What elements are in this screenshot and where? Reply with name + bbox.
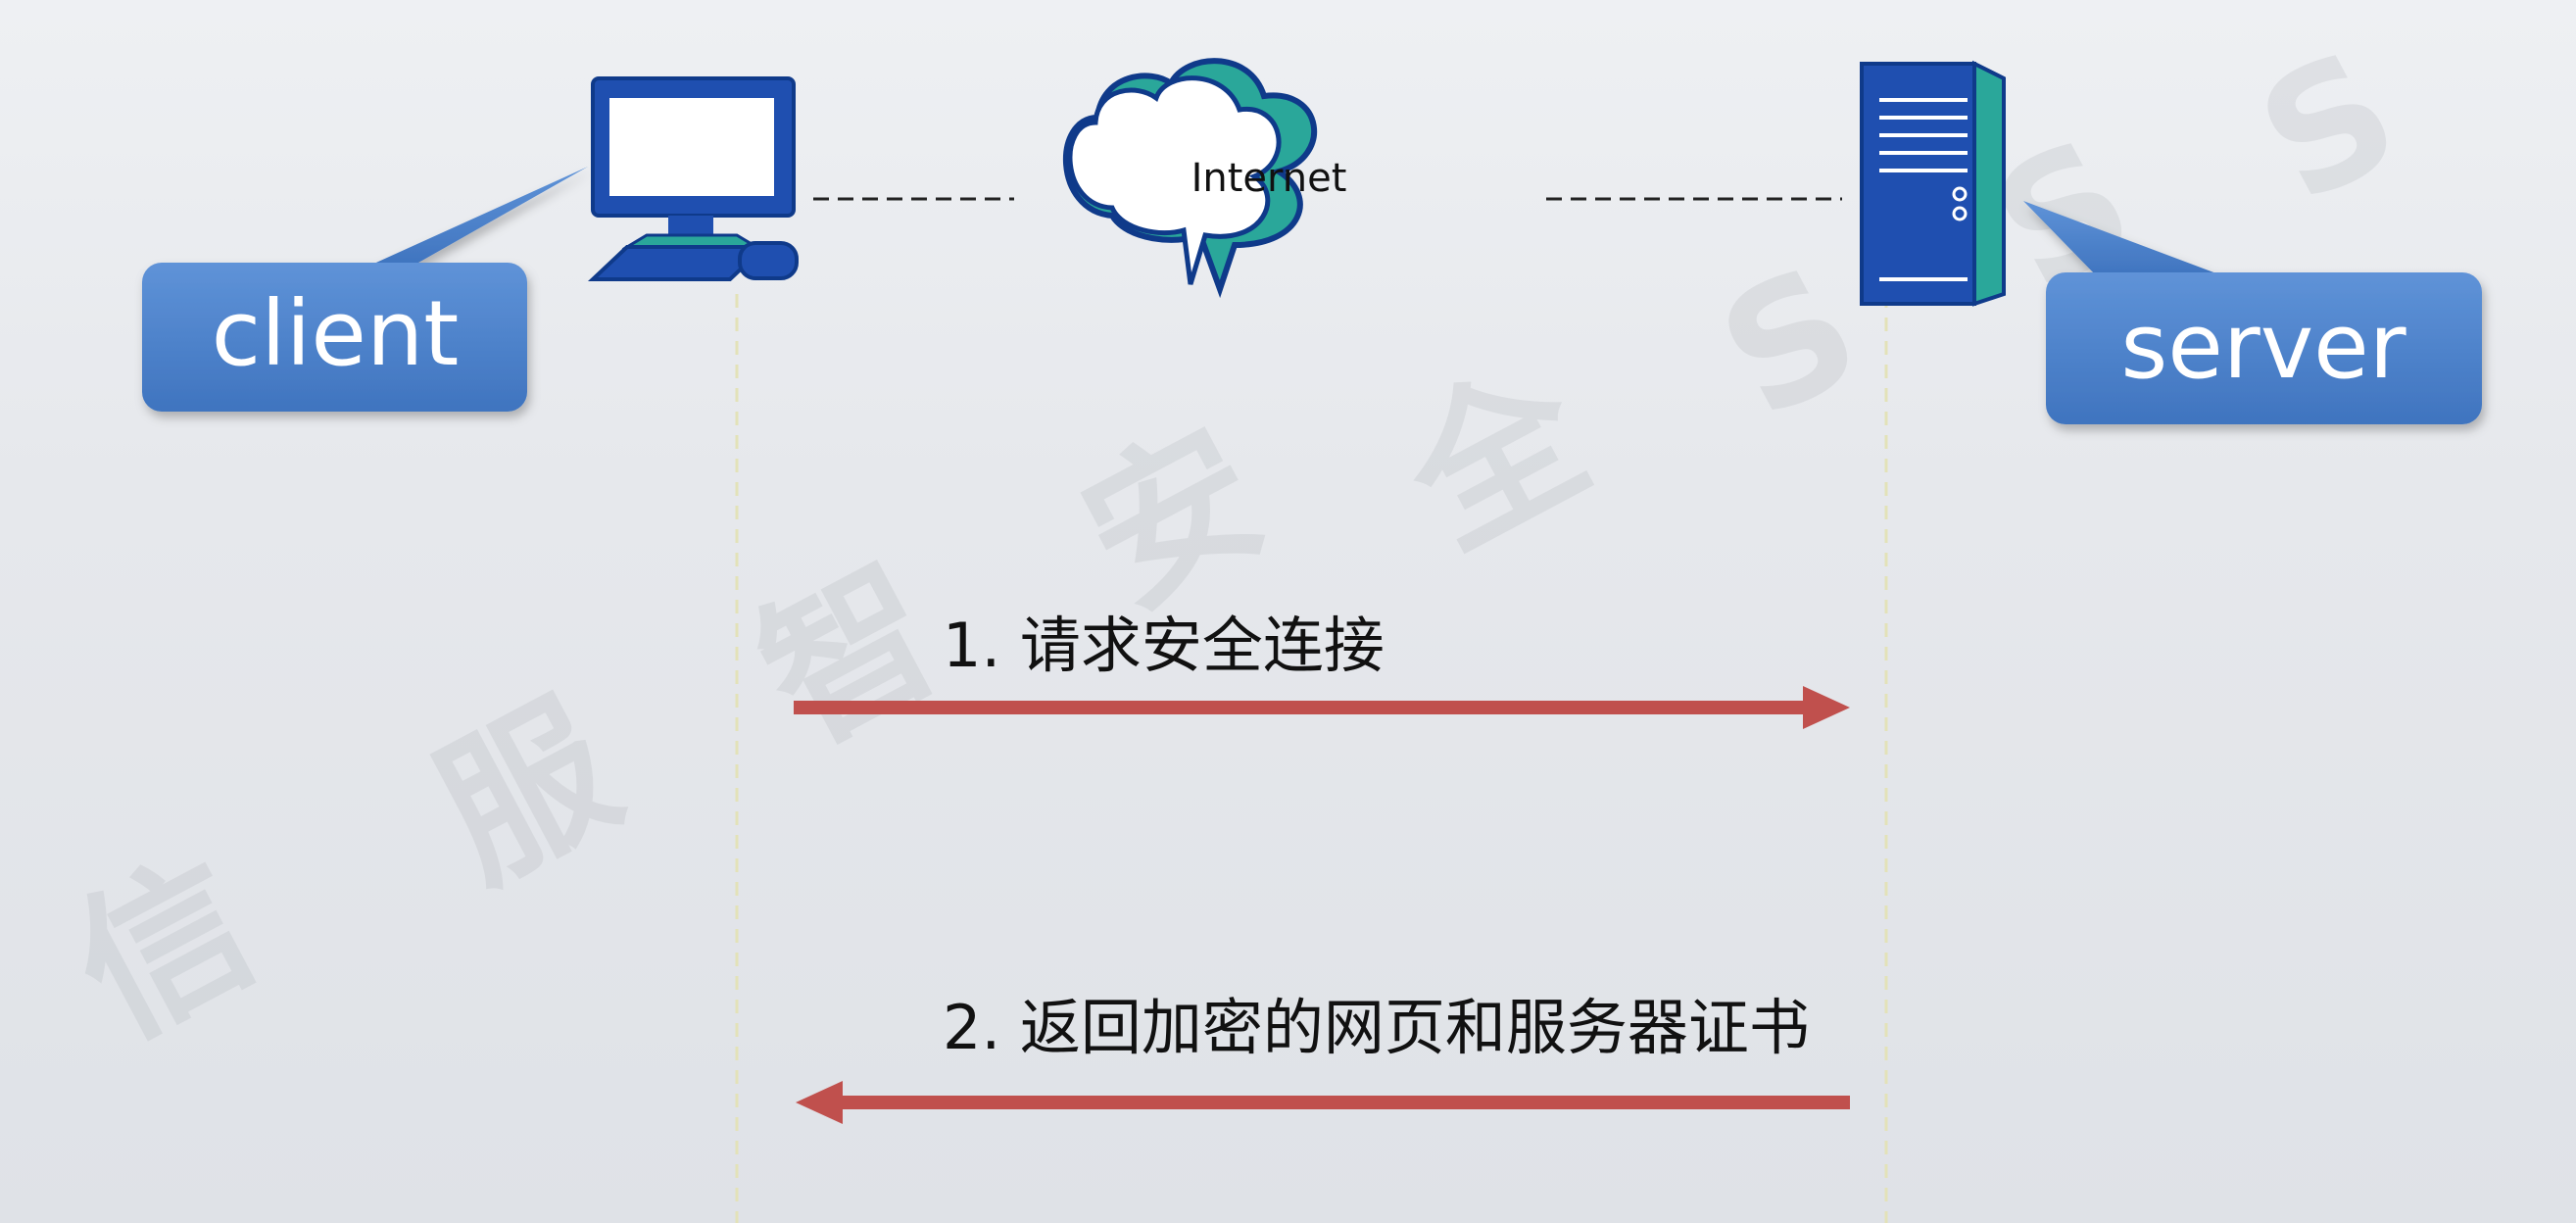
watermark-char: S [2230,14,2427,241]
step-2-arrow [796,1081,1850,1124]
server-tower-icon [1860,60,2006,307]
watermark-char: 全 [1377,334,1617,585]
internet-cloud-icon [1062,58,1318,299]
server-label: server [2120,294,2406,399]
watermark-char: 信 [45,825,283,1075]
client-callout [142,167,588,412]
watermark-char: 安 [1054,394,1292,644]
client-label: client [212,281,460,386]
client-computer-icon [587,76,799,281]
watermark-char: 服 [408,668,646,918]
internet-label: Internet [1191,156,1347,201]
step-2-label: 2. 返回加密的网页和服务器证书 [943,992,1810,1063]
step-1-arrow [794,686,1850,729]
server-callout [2023,201,2482,424]
watermark-char: S [1691,229,1888,457]
watermark-char: 智 [731,531,969,781]
step-1-label: 1. 请求安全连接 [943,610,1385,681]
